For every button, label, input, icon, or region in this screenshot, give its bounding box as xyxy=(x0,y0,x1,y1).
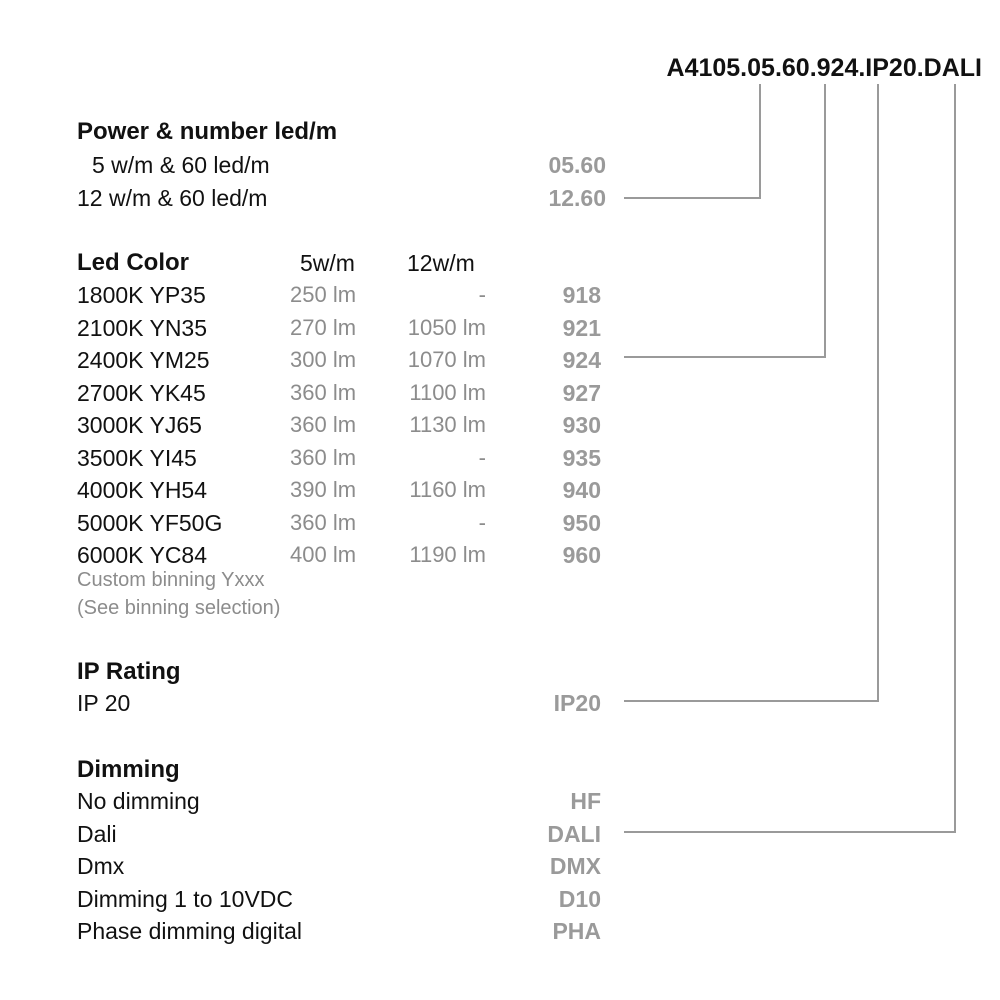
led-color-row-label: 5000K YF50G xyxy=(77,510,223,536)
product-code: A4105.05.60.924.IP20.DALI xyxy=(666,54,982,82)
lumen-5w: 300 lm xyxy=(290,347,357,372)
power-heading: Power & number led/m xyxy=(77,118,338,145)
lumen-5w: 360 lm xyxy=(290,412,357,437)
led-color-code: 950 xyxy=(562,510,601,536)
led-color-code: 960 xyxy=(562,542,601,568)
led-color-row-label: 4000K YH54 xyxy=(77,477,208,503)
dimming-option-code: DMX xyxy=(549,853,601,879)
lumen-12w: 1070 lm xyxy=(407,347,486,372)
power-option-label: 5 w/m & 60 led/m xyxy=(92,152,270,178)
led-color-row-label: 1800K YP35 xyxy=(77,282,206,308)
led-color-row-label: 6000K YC84 xyxy=(77,542,208,568)
dimming-option-code: D10 xyxy=(558,886,601,912)
lumen-5w: 360 lm xyxy=(290,445,357,470)
power-option-code: 12.60 xyxy=(548,185,606,211)
binning-selection-note: (See binning selection) xyxy=(77,597,281,619)
connector-dimming xyxy=(624,84,956,833)
lumen-12w: - xyxy=(478,510,486,535)
dimming-option-code: PHA xyxy=(552,918,601,944)
led-color-row-label: 2400K YM25 xyxy=(77,347,210,373)
lumen-12w: 1190 lm xyxy=(409,542,486,567)
power-option-label: 12 w/m & 60 led/m xyxy=(77,185,268,211)
dimming-heading: Dimming xyxy=(77,756,180,783)
ip-option-code: IP20 xyxy=(553,690,601,716)
connector-power xyxy=(624,84,761,199)
led-color-code: 930 xyxy=(562,412,601,438)
dimming-option-code: DALI xyxy=(547,821,601,847)
col-header-5w: 5w/m xyxy=(300,250,355,276)
led-color-code: 927 xyxy=(562,380,601,406)
lumen-5w: 250 lm xyxy=(290,282,357,307)
lumen-12w: 1130 lm xyxy=(409,412,486,437)
led-color-row-label: 3500K YI45 xyxy=(77,445,197,471)
dimming-option-label: Phase dimming digital xyxy=(77,918,303,944)
led-color-code: 935 xyxy=(562,445,601,471)
lumen-12w: 1160 lm xyxy=(409,477,486,502)
lumen-12w: 1050 lm xyxy=(407,315,486,340)
lumen-5w: 360 lm xyxy=(290,380,357,405)
lumen-5w: 390 lm xyxy=(290,477,357,502)
led-color-row-label: 2100K YN35 xyxy=(77,315,208,341)
lumen-5w: 360 lm xyxy=(290,510,357,535)
ip-option-label: IP 20 xyxy=(77,690,131,716)
led-color-heading: Led Color xyxy=(77,249,189,276)
dimming-option-label: Dmx xyxy=(77,853,125,879)
led-color-code: 918 xyxy=(562,282,601,308)
led-color-row-label: 3000K YJ65 xyxy=(77,412,202,438)
lumen-5w: 270 lm xyxy=(290,315,357,340)
col-header-12w: 12w/m xyxy=(407,250,475,276)
lumen-12w: - xyxy=(478,282,486,307)
dimming-option-label: No dimming xyxy=(77,788,200,814)
dimming-option-label: Dali xyxy=(77,821,117,847)
dimming-option-label: Dimming 1 to 10VDC xyxy=(77,886,294,912)
lumen-12w: 1100 lm xyxy=(409,380,486,405)
lumen-5w: 400 lm xyxy=(290,542,357,567)
connector-led-color xyxy=(624,84,826,358)
led-color-code: 940 xyxy=(562,477,601,503)
led-color-row-label: 2700K YK45 xyxy=(77,380,206,406)
custom-binning-note: Custom binning Yxxx xyxy=(77,569,265,591)
lumen-12w: - xyxy=(478,445,486,470)
ip-rating-heading: IP Rating xyxy=(77,658,181,685)
connector-ip-rating xyxy=(624,84,879,702)
led-color-code: 924 xyxy=(562,347,601,373)
led-color-code: 921 xyxy=(562,315,601,341)
dimming-option-code: HF xyxy=(570,788,601,814)
power-option-code: 05.60 xyxy=(548,152,606,178)
